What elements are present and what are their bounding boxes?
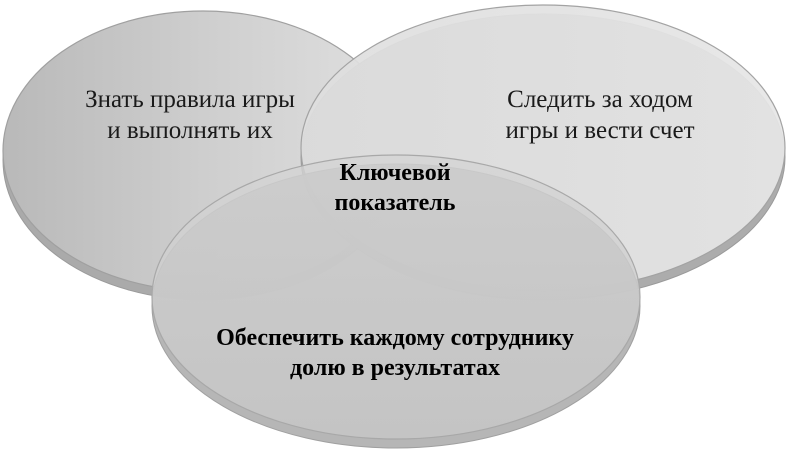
label-center: Ключевой показатель (300, 158, 490, 218)
label-left-line-1: Знать правила игры (85, 86, 295, 113)
disc-bottom-top (151, 154, 641, 440)
label-bottom-line-2: долю в результатах (290, 355, 500, 381)
label-right-line-2: игры и вести счет (505, 117, 695, 145)
label-center-line-2: показатель (334, 190, 456, 216)
disc-bottom (151, 154, 641, 449)
label-left-line-2: и выполнять их (107, 117, 273, 145)
label-bottom-circle: Обеспечить каждому сотруднику долю в рез… (170, 323, 620, 383)
label-right-circle: Следить за ходом игры и вести счет (470, 84, 730, 147)
label-bottom-line-1: Обеспечить каждому сотруднику (216, 325, 574, 351)
label-right-line-1: Следить за ходом (507, 86, 693, 113)
label-left-circle: Знать правила игры и выполнять их (60, 84, 320, 147)
label-center-line-1: Ключевой (339, 160, 451, 186)
